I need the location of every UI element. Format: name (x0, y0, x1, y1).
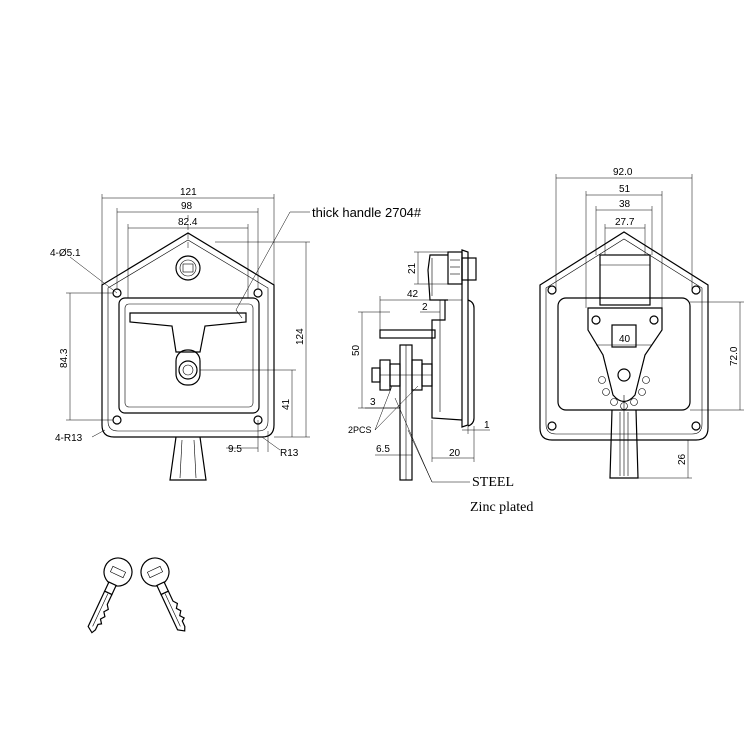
callout-handle: thick handle 2704# (312, 205, 422, 220)
side-view: 21 42 2 50 3 2PCS 1 6.5 20 (348, 249, 533, 515)
callout-finish: Zinc plated (470, 500, 533, 515)
key-icon (87, 557, 133, 634)
dim-flange: 20 (449, 448, 461, 459)
dim-width-c: 27.7 (615, 217, 635, 228)
dim-width-inner: 82.4 (178, 217, 198, 228)
dim-height-overall: 124 (295, 328, 306, 345)
dim-offset: 9.5 (228, 444, 242, 455)
dim-tail: 26 (677, 453, 688, 465)
label-holes: 4-Ø5.1 (50, 248, 81, 259)
dim-width-b: 38 (619, 199, 631, 210)
label-corner-radius: 4-R13 (55, 433, 83, 444)
label-qty: 2PCS (348, 425, 372, 435)
dim-offset: 3 (370, 397, 376, 408)
dim-width-overall: 121 (180, 187, 197, 198)
dim-height: 50 (351, 344, 362, 356)
dim-gap: 2 (422, 302, 428, 313)
dim-cam-height: 21 (407, 262, 418, 274)
dim-height-holes: 84.3 (59, 348, 70, 368)
dim-width-overall: 92.0 (613, 167, 633, 178)
key-icon (140, 557, 186, 632)
dim-inner: 40 (619, 334, 631, 345)
dim-bar: 6.5 (376, 444, 390, 455)
dim-height-lower: 41 (281, 398, 292, 410)
keys-illustration (87, 557, 186, 634)
dim-width-a: 51 (619, 184, 631, 195)
label-radius: R13 (280, 448, 299, 459)
callout-material: STEEL (472, 475, 514, 490)
front-view: 121 98 82.4 84.3 124 41 9.5 4-Ø5.1 (50, 187, 422, 481)
dim-width-holes: 98 (181, 201, 193, 212)
dim-thickness: 1 (484, 420, 490, 431)
rear-view: 92.0 51 38 27.7 40 72.0 26 (539, 167, 744, 479)
dim-depth: 42 (407, 289, 419, 300)
dim-height: 72.0 (729, 346, 740, 366)
